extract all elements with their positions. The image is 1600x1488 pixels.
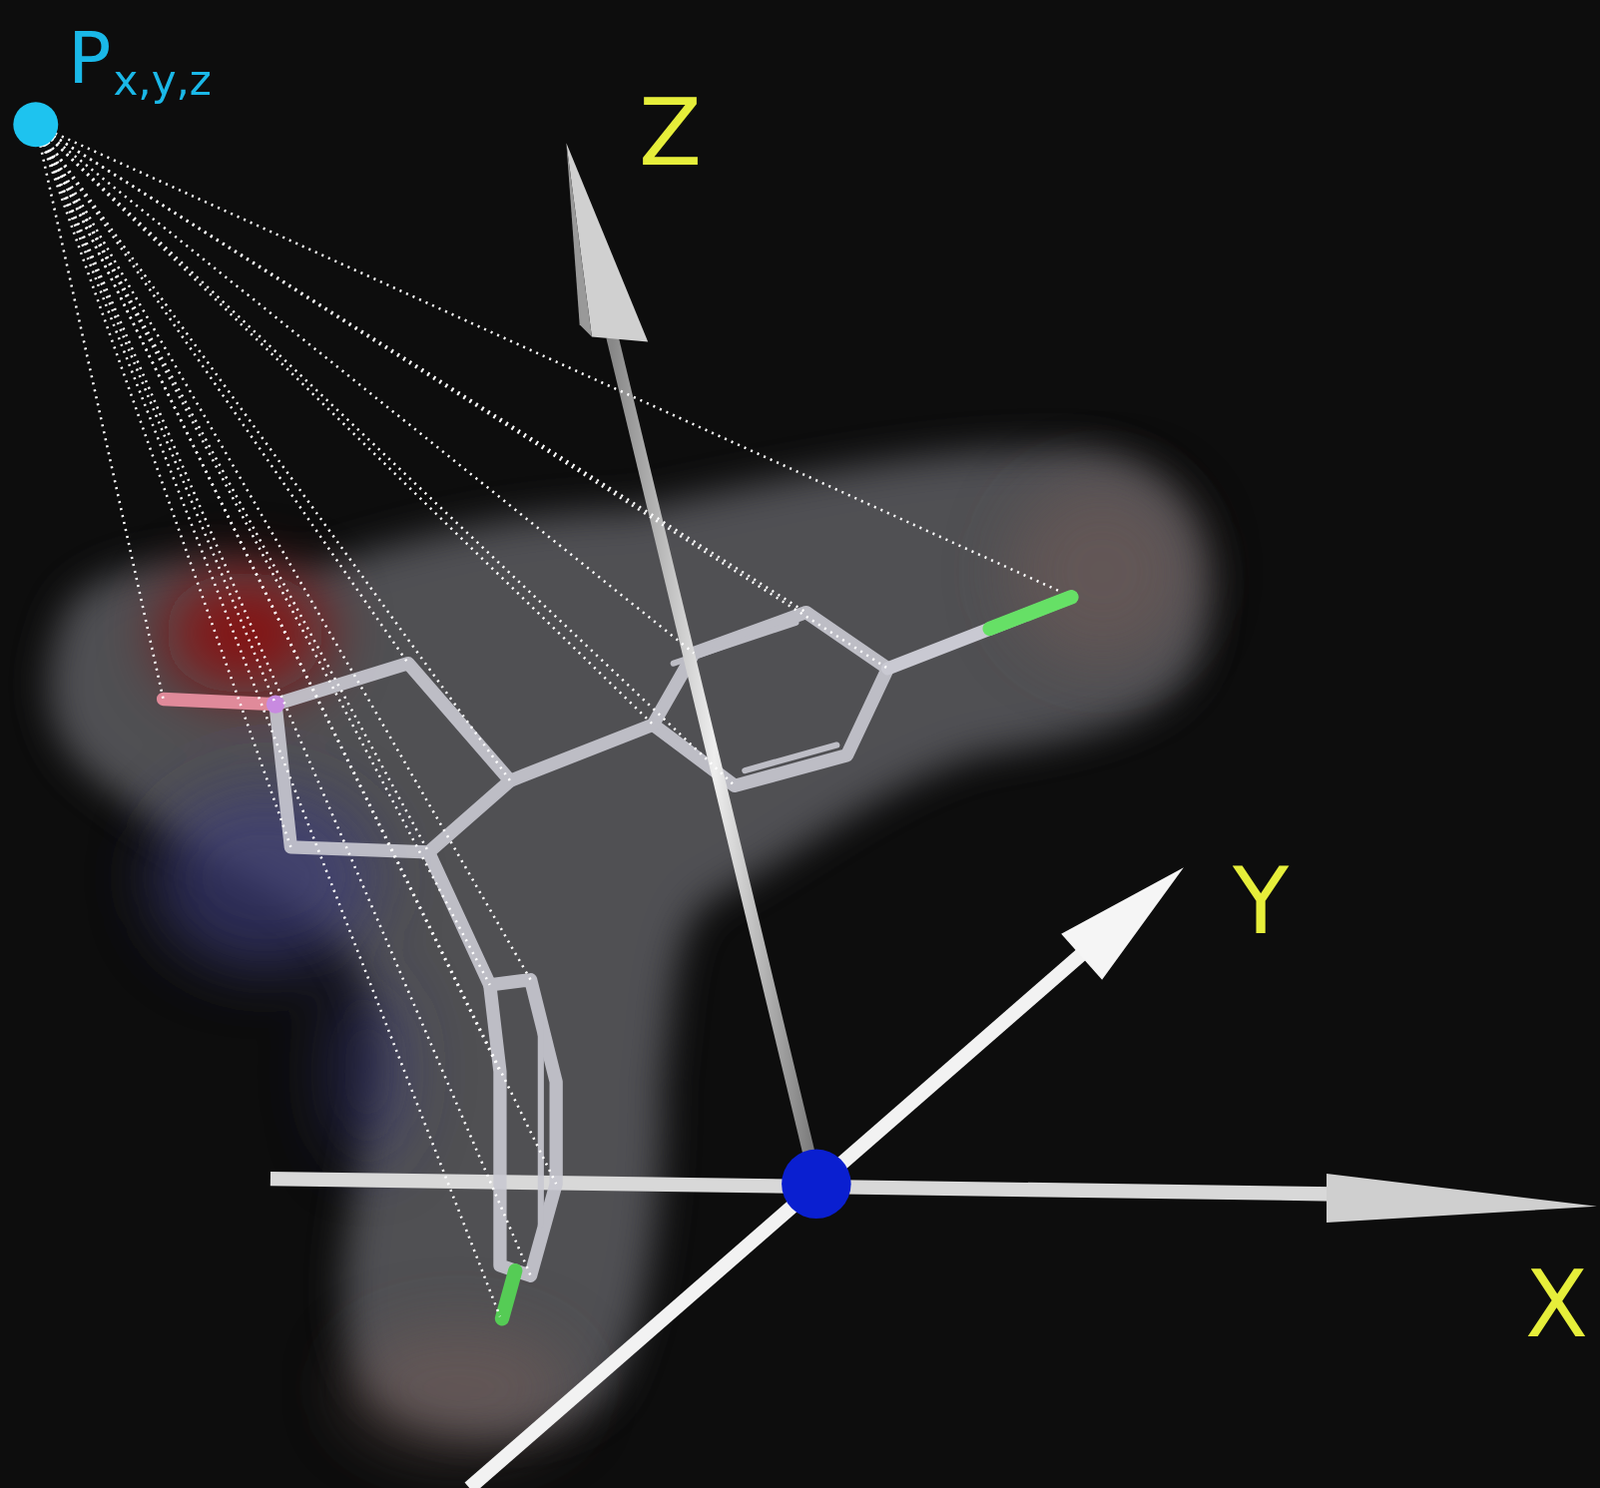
- chlorine-atom: [990, 596, 1072, 629]
- oxygen-bond: [163, 699, 276, 705]
- chlorine-bond: [887, 596, 1071, 669]
- x-axis: [270, 1173, 1598, 1223]
- stick-model: [275, 612, 888, 1277]
- origin-atom: [781, 1148, 852, 1219]
- distance-lines: [35, 124, 1062, 1317]
- chlorine-atom: [502, 1270, 516, 1319]
- axis-label: Y: [1232, 856, 1289, 949]
- nitrogen-atom: [266, 694, 285, 713]
- point-subscript: x,y,z: [112, 59, 211, 102]
- axis-label: Z: [638, 87, 702, 180]
- y-axis: [469, 867, 1184, 1488]
- z-axis: [565, 142, 816, 1184]
- probe-point: [12, 101, 58, 147]
- point-label: P: [67, 21, 111, 94]
- molecular-surface: [48, 448, 1209, 1435]
- axis-label: X: [1525, 1259, 1589, 1352]
